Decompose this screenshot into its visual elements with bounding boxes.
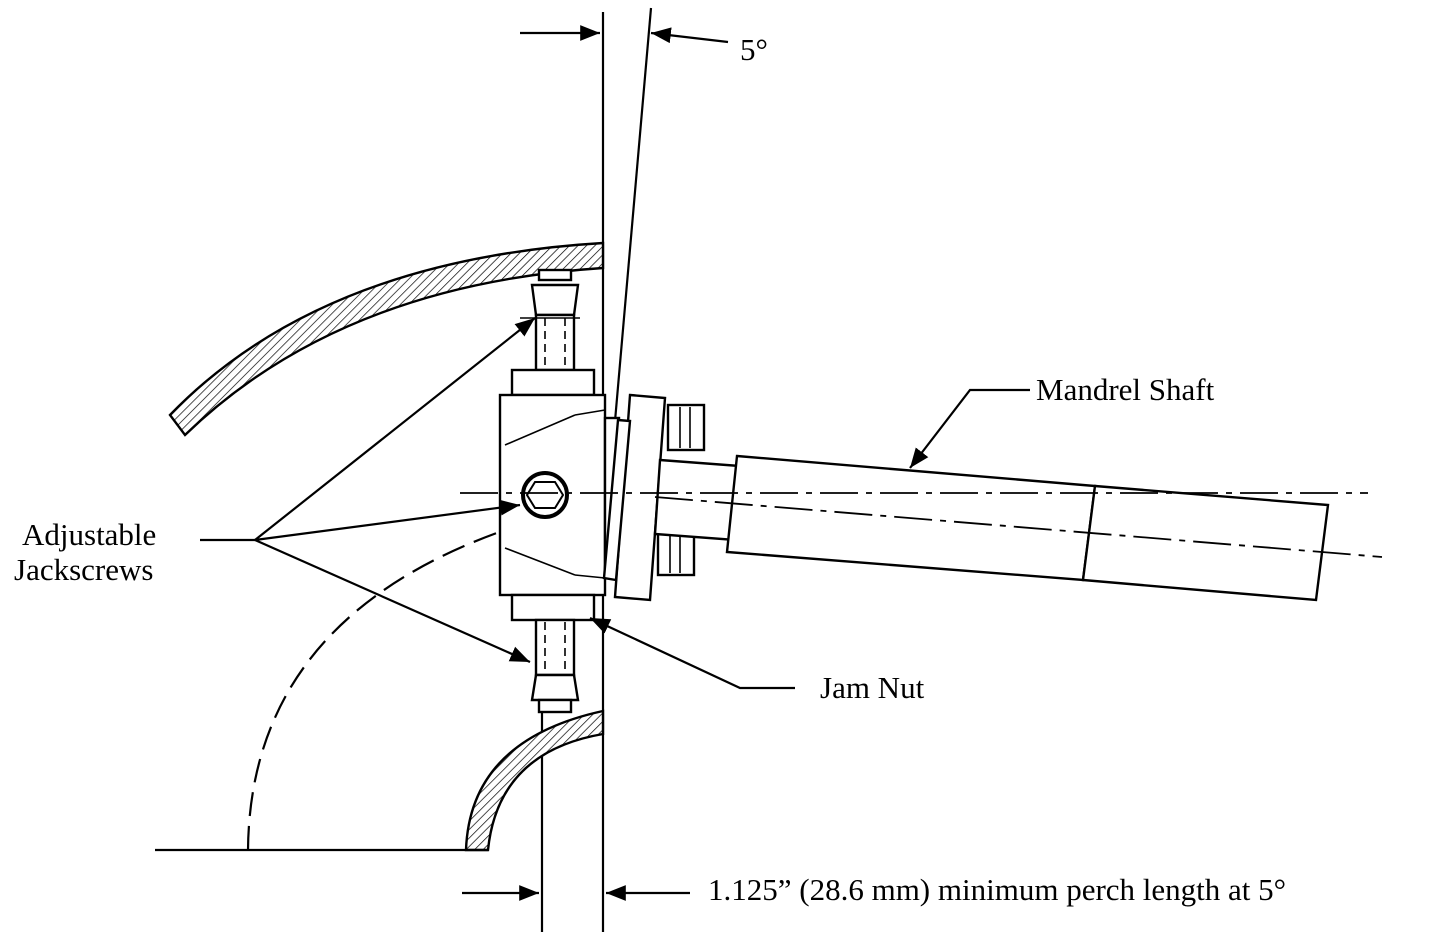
angle-label: 5°: [740, 32, 768, 67]
jam-nut-label: Jam Nut: [820, 670, 925, 705]
adjuster-block: [498, 393, 621, 597]
lower-jackscrew: [510, 593, 596, 714]
angle-dimension: [520, 25, 729, 44]
center-lines: [460, 492, 1383, 558]
upper-shell: [168, 241, 605, 437]
jackscrews-label-line2: Jackscrews: [14, 552, 153, 587]
leaders: [200, 317, 1030, 690]
swing-arc: [246, 528, 506, 851]
lower-shell: [155, 709, 605, 852]
jackscrews-label-line1: Adjustable: [22, 517, 156, 552]
perch-length-label: 1.125” (28.6 mm) minimum perch length at…: [708, 872, 1286, 907]
upper-jackscrew: [510, 268, 596, 397]
mandrel-shaft-label: Mandrel Shaft: [1036, 372, 1215, 407]
mandrel-assembly: [602, 393, 1330, 602]
